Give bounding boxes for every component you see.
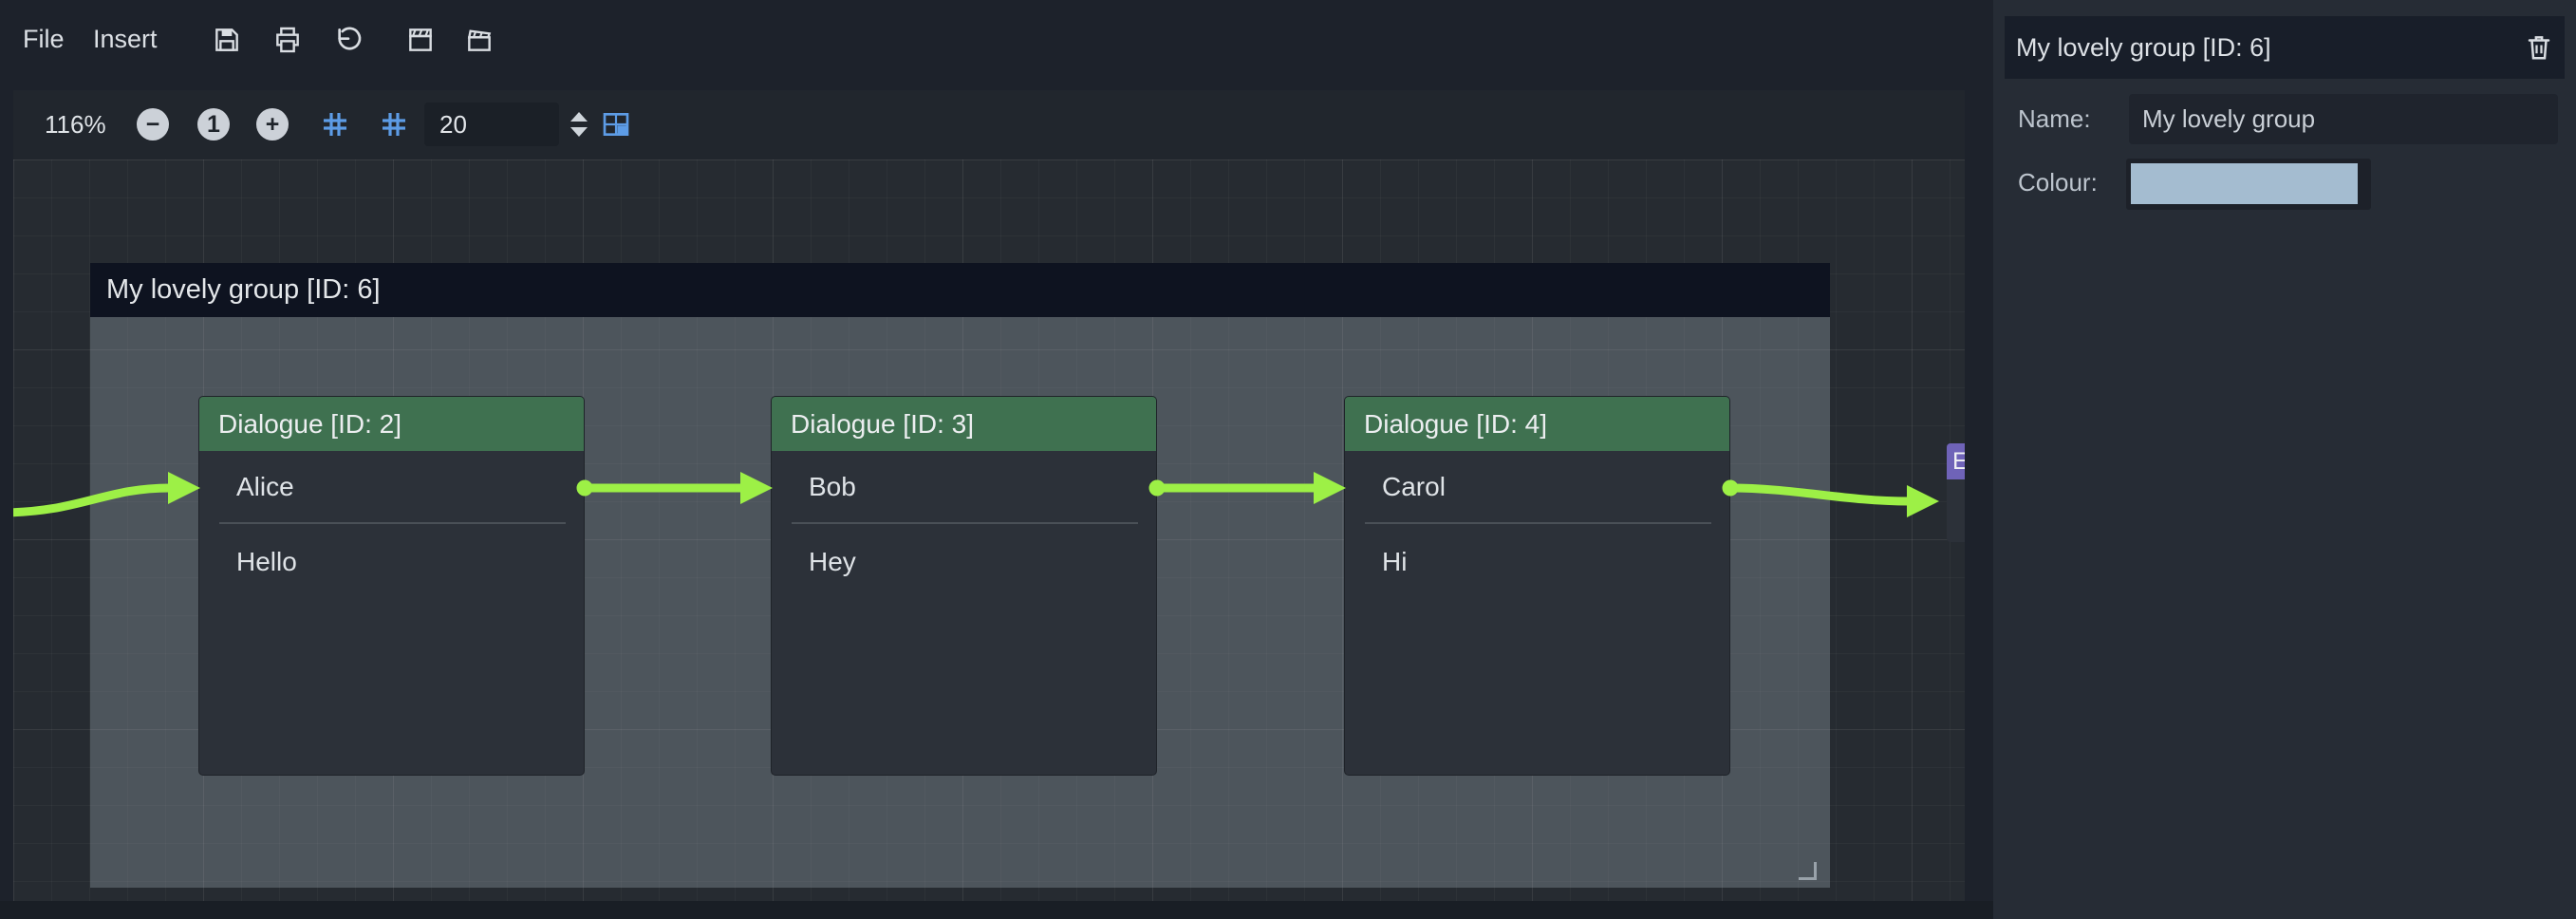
menu-file[interactable]: File bbox=[23, 25, 65, 53]
zoom-reset-button[interactable]: 1 bbox=[197, 108, 230, 141]
spin-down-icon[interactable] bbox=[570, 127, 588, 137]
bottom-edge bbox=[0, 901, 1993, 919]
dialogue-node-title[interactable]: Dialogue [ID: 2] bbox=[199, 397, 584, 451]
divider bbox=[1365, 522, 1711, 524]
snap-grid-icon bbox=[324, 113, 346, 136]
colour-picker-button[interactable] bbox=[2126, 159, 2371, 210]
colour-label: Colour: bbox=[2018, 168, 2098, 197]
minimap-toggle-button[interactable] bbox=[600, 108, 632, 141]
group-node-title[interactable]: My lovely group [ID: 6] bbox=[90, 263, 1830, 317]
clapperboard-icon bbox=[409, 28, 432, 51]
divider bbox=[219, 522, 566, 524]
dialogue-node[interactable]: Dialogue [ID: 4] Carol Hi bbox=[1344, 396, 1730, 776]
trash-icon bbox=[2528, 36, 2550, 60]
spin-up-icon[interactable] bbox=[570, 112, 588, 122]
undo-icon bbox=[338, 27, 362, 50]
dialogue-text-field[interactable]: Hi bbox=[1382, 547, 1408, 576]
name-input[interactable] bbox=[2129, 94, 2558, 144]
group-resize-handle[interactable] bbox=[1799, 862, 1817, 880]
colour-swatch bbox=[2131, 163, 2358, 204]
divider bbox=[792, 522, 1138, 524]
dialogue-text-field[interactable]: Hey bbox=[809, 547, 856, 576]
grid-pattern-icon bbox=[383, 113, 405, 136]
inspector-title: My lovely group [ID: 6] bbox=[2016, 32, 2271, 62]
minimap-icon bbox=[603, 113, 629, 136]
dialogue-node-title[interactable]: Dialogue [ID: 3] bbox=[772, 397, 1156, 451]
zoom-in-button[interactable]: + bbox=[256, 108, 289, 141]
speaker-field[interactable]: Carol bbox=[1382, 472, 1446, 501]
end-node-title[interactable]: E bbox=[1947, 443, 1965, 479]
insert-group-button[interactable] bbox=[460, 21, 498, 59]
end-node-partial[interactable]: E bbox=[1947, 443, 1965, 542]
save-icon bbox=[215, 28, 238, 51]
clapperboard-open-icon bbox=[467, 29, 492, 51]
zoom-out-button[interactable]: − bbox=[137, 108, 169, 141]
speaker-field[interactable]: Bob bbox=[809, 472, 856, 501]
snap-toggle-button[interactable] bbox=[319, 108, 351, 141]
inspector-header: My lovely group [ID: 6] bbox=[2005, 16, 2565, 79]
inspector-panel: My lovely group [ID: 6] Name: Colour: bbox=[1993, 0, 2576, 919]
zoom-level-label: 116% bbox=[45, 110, 106, 139]
dialogue-node[interactable]: Dialogue [ID: 2] Alice Hello bbox=[198, 396, 585, 776]
snap-distance-value: 20 bbox=[439, 110, 467, 139]
dialogue-node[interactable]: Dialogue [ID: 3] Bob Hey bbox=[771, 396, 1157, 776]
undo-button[interactable] bbox=[329, 21, 367, 59]
print-button[interactable] bbox=[269, 21, 307, 59]
insert-dialogue-button[interactable] bbox=[401, 21, 439, 59]
panel-separator[interactable] bbox=[1965, 0, 1993, 919]
snap-distance-spinbox[interactable]: 20 bbox=[424, 103, 559, 146]
graph-toolbar: 116% − 1 + 20 bbox=[13, 90, 1965, 159]
dialogue-node-title[interactable]: Dialogue [ID: 4] bbox=[1345, 397, 1729, 451]
spinbox-steppers bbox=[565, 103, 593, 146]
dialogue-text-field[interactable]: Hello bbox=[236, 547, 297, 576]
print-icon bbox=[276, 27, 299, 53]
name-label: Name: bbox=[2018, 104, 2091, 133]
menu-insert[interactable]: Insert bbox=[93, 25, 158, 53]
graph-canvas[interactable]: My lovely group [ID: 6] Dialogue [ID: 2]… bbox=[13, 159, 1965, 901]
end-node-body bbox=[1947, 479, 1965, 542]
input-port-arrow[interactable] bbox=[1907, 485, 1939, 517]
save-button[interactable] bbox=[208, 21, 246, 59]
speaker-field[interactable]: Alice bbox=[236, 472, 294, 501]
grid-pattern-button[interactable] bbox=[378, 108, 410, 141]
delete-node-button[interactable] bbox=[2525, 32, 2565, 63]
